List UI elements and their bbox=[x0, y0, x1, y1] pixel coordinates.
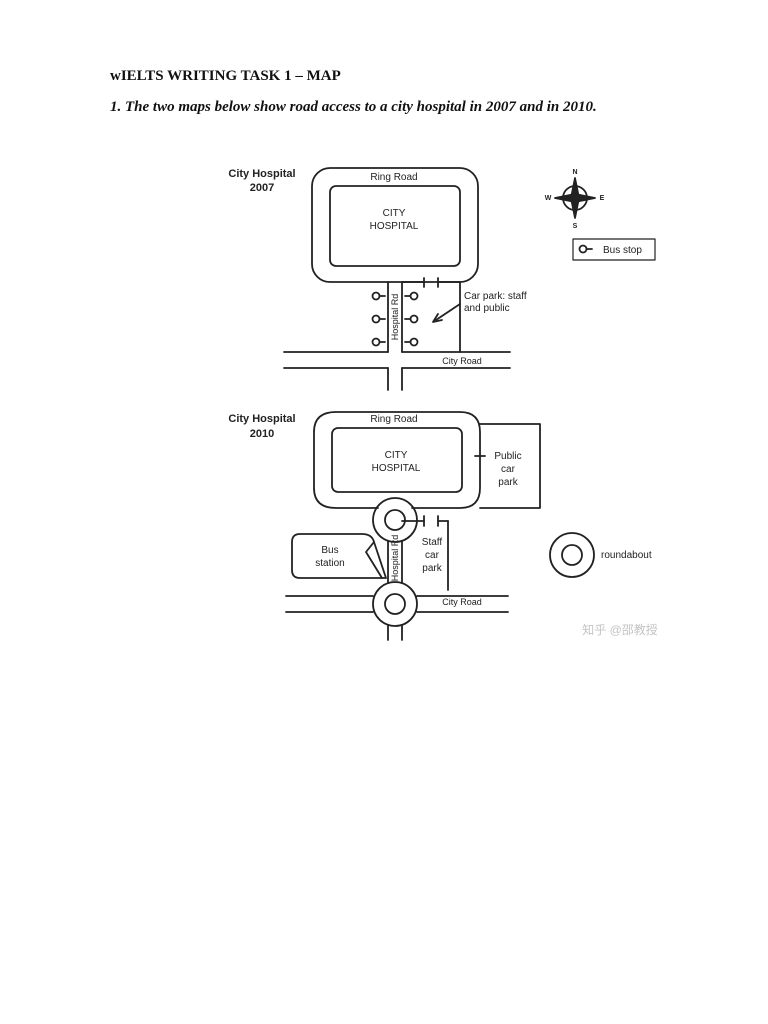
staff-car-park-label: car bbox=[425, 550, 440, 561]
car-park-2007-label: and public bbox=[464, 303, 510, 314]
compass-s: S bbox=[573, 223, 578, 230]
roundabout-legend-label: roundabout bbox=[601, 550, 652, 561]
public-car-park-label: park bbox=[498, 477, 518, 488]
hospital-2007-label: CITY bbox=[383, 208, 406, 219]
map-2010-title: City Hospital bbox=[228, 413, 295, 425]
public-car-park-area bbox=[479, 423, 541, 509]
city-road-2007-label: City Road bbox=[442, 356, 482, 366]
compass-w: W bbox=[545, 195, 552, 202]
city-road-2010-label: City Road bbox=[442, 597, 482, 607]
hospital-2010-label: HOSPITAL bbox=[372, 463, 421, 474]
hospital-2007-label: HOSPITAL bbox=[370, 221, 419, 232]
map-2010-year: 2010 bbox=[250, 428, 274, 440]
map-2007-title: City Hospital bbox=[228, 168, 295, 180]
ring-road-2010-outer bbox=[313, 411, 481, 509]
roundabout-upper bbox=[372, 497, 418, 543]
ring-road-2007-inner bbox=[329, 185, 461, 267]
ring-road-2010-inner bbox=[331, 427, 463, 493]
watermark: 知乎 @邵教授 bbox=[582, 622, 658, 637]
question-text: 1. The two maps below show road access t… bbox=[110, 99, 597, 115]
roundabout-lower bbox=[372, 581, 418, 627]
ring-road-2007-label: Ring Road bbox=[370, 172, 417, 183]
map-2010 bbox=[285, 411, 541, 641]
bus-stop-legend-label: Bus stop bbox=[603, 245, 642, 256]
ring-road-2007-outer bbox=[311, 167, 479, 283]
legend-box bbox=[572, 238, 656, 261]
map-2007-year: 2007 bbox=[250, 182, 274, 194]
map-2007 bbox=[283, 167, 511, 391]
compass-n: N bbox=[572, 169, 577, 176]
roundabout-legend-icon bbox=[549, 532, 595, 578]
hospital-rd-2007-label: Hospital Rd bbox=[390, 294, 400, 341]
hospital-2010-label: CITY bbox=[385, 450, 408, 461]
document-heading: wIELTS WRITING TASK 1 – MAP bbox=[110, 68, 341, 84]
car-park-2007-label: Car park: staff bbox=[464, 291, 527, 302]
compass-icon bbox=[554, 177, 596, 219]
staff-car-park-label: Staff bbox=[422, 537, 443, 548]
bus-station-label: station bbox=[315, 558, 344, 569]
ring-road-2010-label: Ring Road bbox=[370, 414, 417, 425]
compass-e: E bbox=[600, 195, 605, 202]
bus-stop-icon bbox=[371, 291, 419, 347]
bus-station-area bbox=[291, 533, 387, 579]
staff-car-park-label: park bbox=[422, 563, 442, 574]
bus-station-label: Bus bbox=[321, 545, 338, 556]
public-car-park-label: car bbox=[501, 464, 516, 475]
public-car-park-label: Public bbox=[494, 451, 521, 462]
bus-stop-legend-icon bbox=[578, 244, 593, 254]
hospital-rd-2010-label: Hospital Rd bbox=[390, 535, 400, 582]
